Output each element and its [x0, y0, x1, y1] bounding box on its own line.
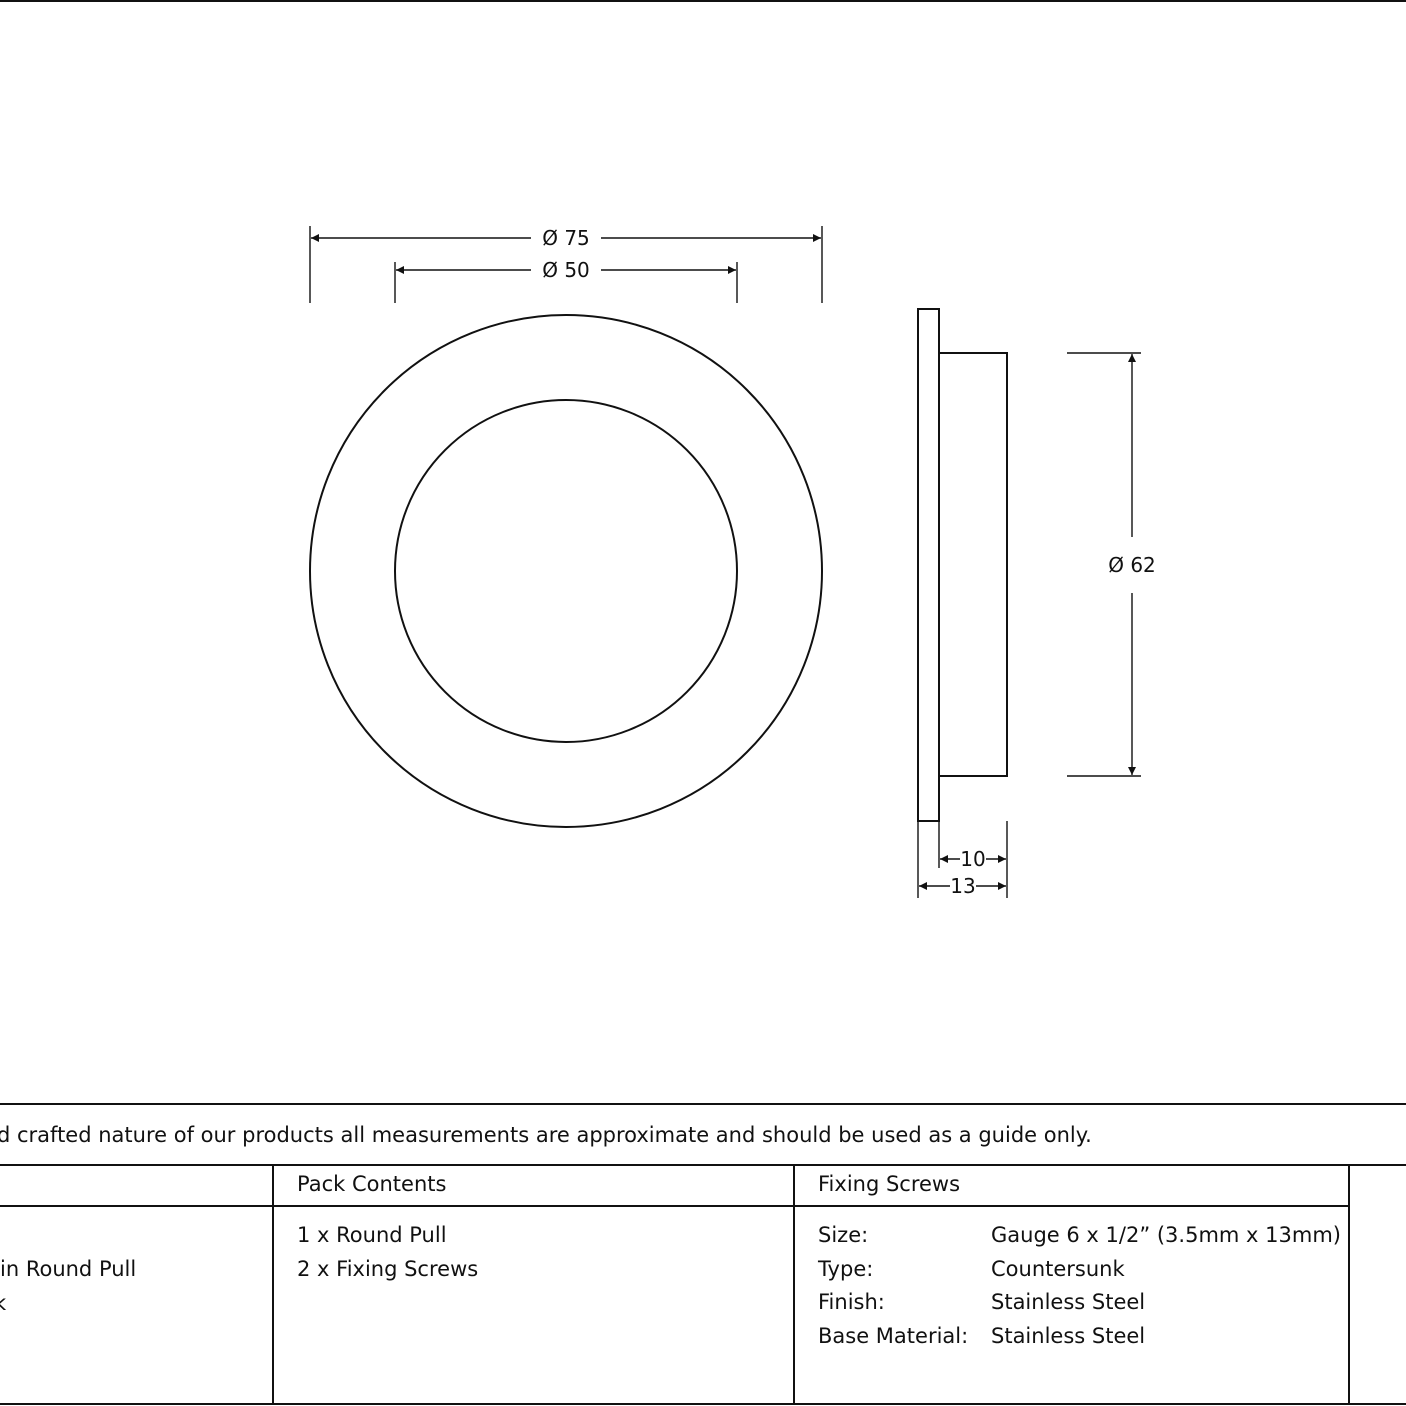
- dim-outer-diameter-label: Ø 75: [542, 226, 590, 250]
- dim-inner-diameter: Ø 50: [394, 258, 738, 303]
- dim-depth: 10 13: [917, 821, 1008, 898]
- side-view: [917, 308, 1008, 822]
- product-name-line: in Round Pull: [0, 1257, 137, 1281]
- dim-outer-diameter: Ø 75: [309, 226, 823, 303]
- outer-circle: [309, 314, 823, 828]
- front-view: [309, 314, 823, 828]
- dim-back-diameter: Ø 62: [1067, 352, 1156, 777]
- pack-contents-item: 1 x Round Pull: [297, 1223, 447, 1247]
- dim-depth-total-label: 13: [950, 874, 975, 898]
- dim-back-diameter-label: Ø 62: [1108, 553, 1156, 577]
- disclaimer-text: d crafted nature of our products all mea…: [0, 1123, 1092, 1147]
- spec-table-lines: [0, 1103, 1406, 1405]
- product-finish-line: k: [0, 1291, 7, 1315]
- fixing-size-value: Gauge 6 x 1/2” (3.5mm x 13mm): [991, 1223, 1341, 1247]
- fixing-screws-header: Fixing Screws: [818, 1172, 961, 1196]
- pack-contents-item: 2 x Fixing Screws: [297, 1257, 479, 1281]
- side-flange: [917, 308, 940, 822]
- inner-circle: [394, 399, 738, 743]
- fixing-material-label: Base Material:: [818, 1324, 969, 1348]
- fixing-material-value: Stainless Steel: [991, 1324, 1146, 1348]
- dim-inner-diameter-label: Ø 50: [542, 258, 590, 282]
- fixing-finish-value: Stainless Steel: [991, 1290, 1146, 1314]
- fixing-finish-label: Finish:: [818, 1290, 885, 1314]
- side-body: [938, 352, 1008, 777]
- dim-depth-inner-label: 10: [960, 847, 985, 871]
- fixing-type-value: Countersunk: [991, 1257, 1125, 1281]
- fixing-type-label: Type:: [818, 1257, 874, 1281]
- pack-contents-header: Pack Contents: [297, 1172, 447, 1196]
- fixing-size-label: Size:: [818, 1223, 869, 1247]
